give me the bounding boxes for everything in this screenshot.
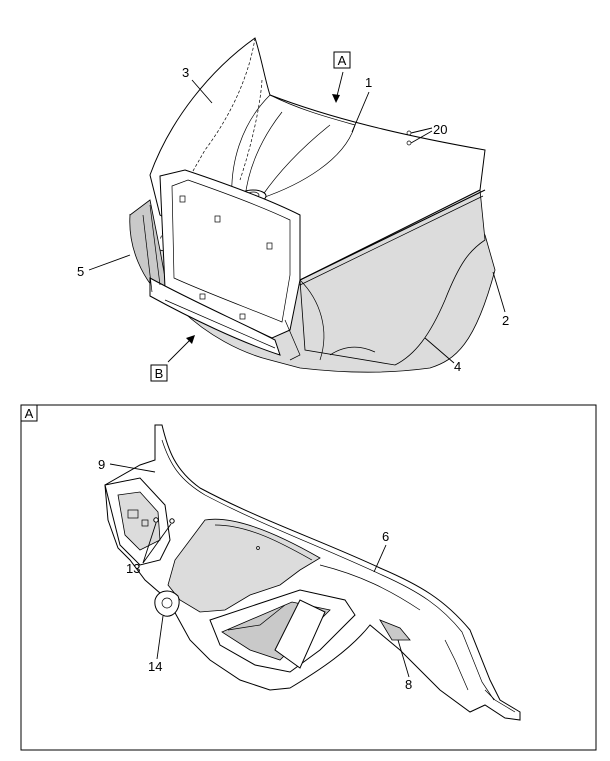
callout-20: 20 — [410, 122, 447, 144]
callout-9: 9 — [98, 457, 156, 473]
callout-4: 4 — [424, 337, 461, 374]
callout-8: 8 — [397, 639, 412, 692]
svg-text:4: 4 — [454, 359, 461, 374]
view-marker-b: B — [150, 335, 195, 382]
detail-view-a-frame: A — [20, 404, 597, 751]
svg-text:13: 13 — [126, 561, 140, 576]
svg-text:3: 3 — [182, 65, 189, 80]
callout-5: 5 — [77, 254, 131, 279]
svg-text:5: 5 — [77, 264, 84, 279]
callout-3: 3 — [182, 65, 213, 104]
hood-assembly-illustration — [129, 37, 496, 373]
svg-text:6: 6 — [382, 529, 389, 544]
svg-text:A: A — [25, 406, 34, 421]
svg-text:2: 2 — [502, 313, 509, 328]
view-marker-a: A — [332, 51, 351, 103]
svg-text:9: 9 — [98, 457, 105, 472]
hood-inner-panel-illustration — [104, 424, 521, 721]
callout-13: 13 — [126, 522, 172, 576]
svg-text:14: 14 — [148, 659, 162, 674]
svg-text:8: 8 — [405, 677, 412, 692]
svg-text:1: 1 — [365, 75, 372, 90]
svg-text:B: B — [155, 366, 164, 381]
svg-text:20: 20 — [433, 122, 447, 137]
callout-1: 1 — [351, 75, 372, 133]
callout-2: 2 — [492, 271, 509, 328]
svg-text:A: A — [338, 53, 347, 68]
callout-6: 6 — [373, 529, 389, 573]
callout-14: 14 — [148, 615, 164, 674]
